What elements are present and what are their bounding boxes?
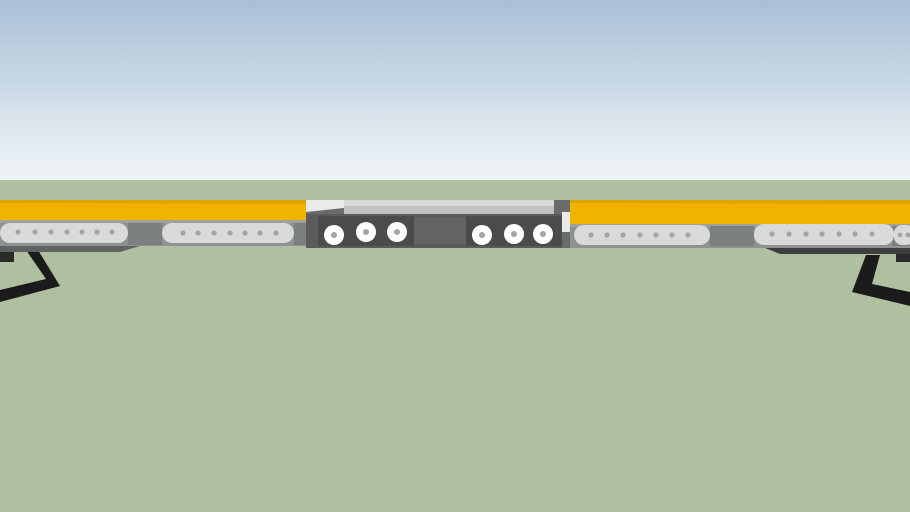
center-white-lights [324, 222, 553, 245]
left-amber-lens [0, 200, 344, 222]
right-amber-lens [554, 200, 910, 224]
sky-background [0, 0, 910, 180]
white-light [324, 225, 344, 245]
white-light [504, 224, 524, 244]
led-module-5 [894, 225, 910, 245]
white-light [472, 225, 492, 245]
center-section [306, 200, 570, 248]
right-mounting-bracket [852, 252, 910, 306]
white-light [356, 222, 376, 242]
led-module-4 [754, 224, 894, 245]
left-mounting-bracket [0, 250, 60, 302]
white-light [533, 224, 553, 244]
led-module-1 [0, 223, 128, 243]
led-module-2 [162, 223, 294, 243]
led-module-3 [574, 225, 710, 245]
white-light [387, 222, 407, 242]
